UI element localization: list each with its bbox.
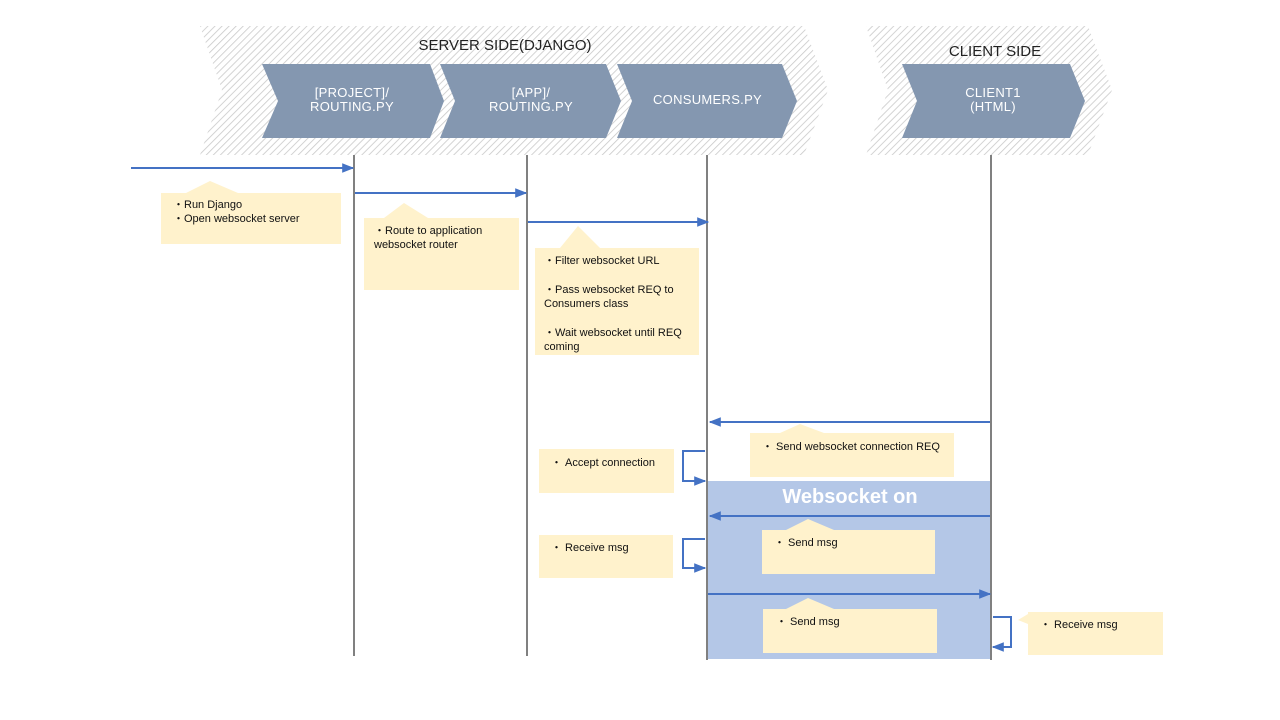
client1-line1: CLIENT1 bbox=[965, 85, 1021, 100]
callout-pointer bbox=[786, 598, 834, 609]
note-line: ・Route to application websocket router bbox=[374, 225, 483, 251]
arrow-receive-self-loop bbox=[682, 538, 707, 573]
app-routing-line1: [APP]/ bbox=[511, 85, 551, 100]
note-run-django: ・Run Django ・Open websocket server bbox=[161, 193, 341, 244]
note-route-app: ・Route to application websocket router bbox=[364, 218, 519, 290]
note-line: ・ Receive msg bbox=[551, 542, 629, 554]
client1-chevron bbox=[902, 64, 1085, 138]
note-line: ・Wait websocket until REQ coming bbox=[544, 327, 682, 353]
note-send-msg-server: ・ Send msg bbox=[763, 609, 937, 653]
consumers-line1: CONSUMERS.PY bbox=[652, 92, 763, 107]
arrow-client-receive-self-loop bbox=[991, 616, 1012, 652]
note-line: ・Open websocket server bbox=[173, 213, 300, 225]
app-routing-line2: ROUTING.PY bbox=[489, 99, 573, 114]
project-routing-chevron bbox=[262, 64, 444, 138]
callout-pointer bbox=[786, 519, 834, 530]
app-routing-chevron bbox=[440, 64, 621, 138]
note-line: ・Filter websocket URL bbox=[544, 255, 660, 267]
note-receive-msg-server: ・ Receive msg bbox=[539, 535, 673, 578]
consumers-chevron bbox=[617, 64, 797, 138]
note-receive-msg-client: ・ Receive msg bbox=[1028, 612, 1163, 655]
note-line: ・ Accept connection bbox=[551, 457, 655, 469]
websocket-on-label: Websocket on bbox=[782, 486, 918, 508]
note-consumers-steps: ・Filter websocket URL ・Pass websocket RE… bbox=[535, 248, 699, 355]
note-send-msg-client: ・ Send msg bbox=[762, 530, 935, 574]
project-routing-line1: [PROJECT]/ bbox=[314, 85, 390, 100]
note-line: ・Run Django bbox=[173, 199, 243, 211]
callout-pointer bbox=[560, 226, 600, 248]
server-group-title: SERVER SIDE(DJANGO) bbox=[418, 37, 592, 54]
project-routing-line2: ROUTING.PY bbox=[310, 99, 394, 114]
note-line: ・ Receive msg bbox=[1040, 619, 1118, 631]
callout-pointer bbox=[1018, 614, 1028, 624]
note-line: ・ Send msg bbox=[774, 537, 838, 549]
arrow-accept-self-loop bbox=[682, 450, 707, 486]
app-routing-label: [APP]/ ROUTING.PY bbox=[460, 86, 602, 114]
client1-label: CLIENT1 (HTML) bbox=[920, 86, 1066, 114]
consumers-label: CONSUMERS.PY bbox=[635, 93, 780, 107]
note-send-connection-req: ・ Send websocket connection REQ bbox=[750, 433, 954, 477]
callout-pointer bbox=[780, 424, 824, 433]
callout-pointer bbox=[384, 203, 428, 218]
client-group-title: CLIENT SIDE bbox=[948, 43, 1042, 60]
note-line: ・Pass websocket REQ to Consumers class bbox=[544, 284, 674, 310]
client1-line2: (HTML) bbox=[970, 99, 1016, 114]
note-accept-connection: ・ Accept connection bbox=[539, 449, 674, 493]
callout-pointer bbox=[186, 181, 238, 193]
note-line: ・ Send websocket connection REQ bbox=[762, 441, 940, 453]
project-routing-label: [PROJECT]/ ROUTING.PY bbox=[282, 86, 422, 114]
note-line: ・ Send msg bbox=[776, 616, 840, 628]
